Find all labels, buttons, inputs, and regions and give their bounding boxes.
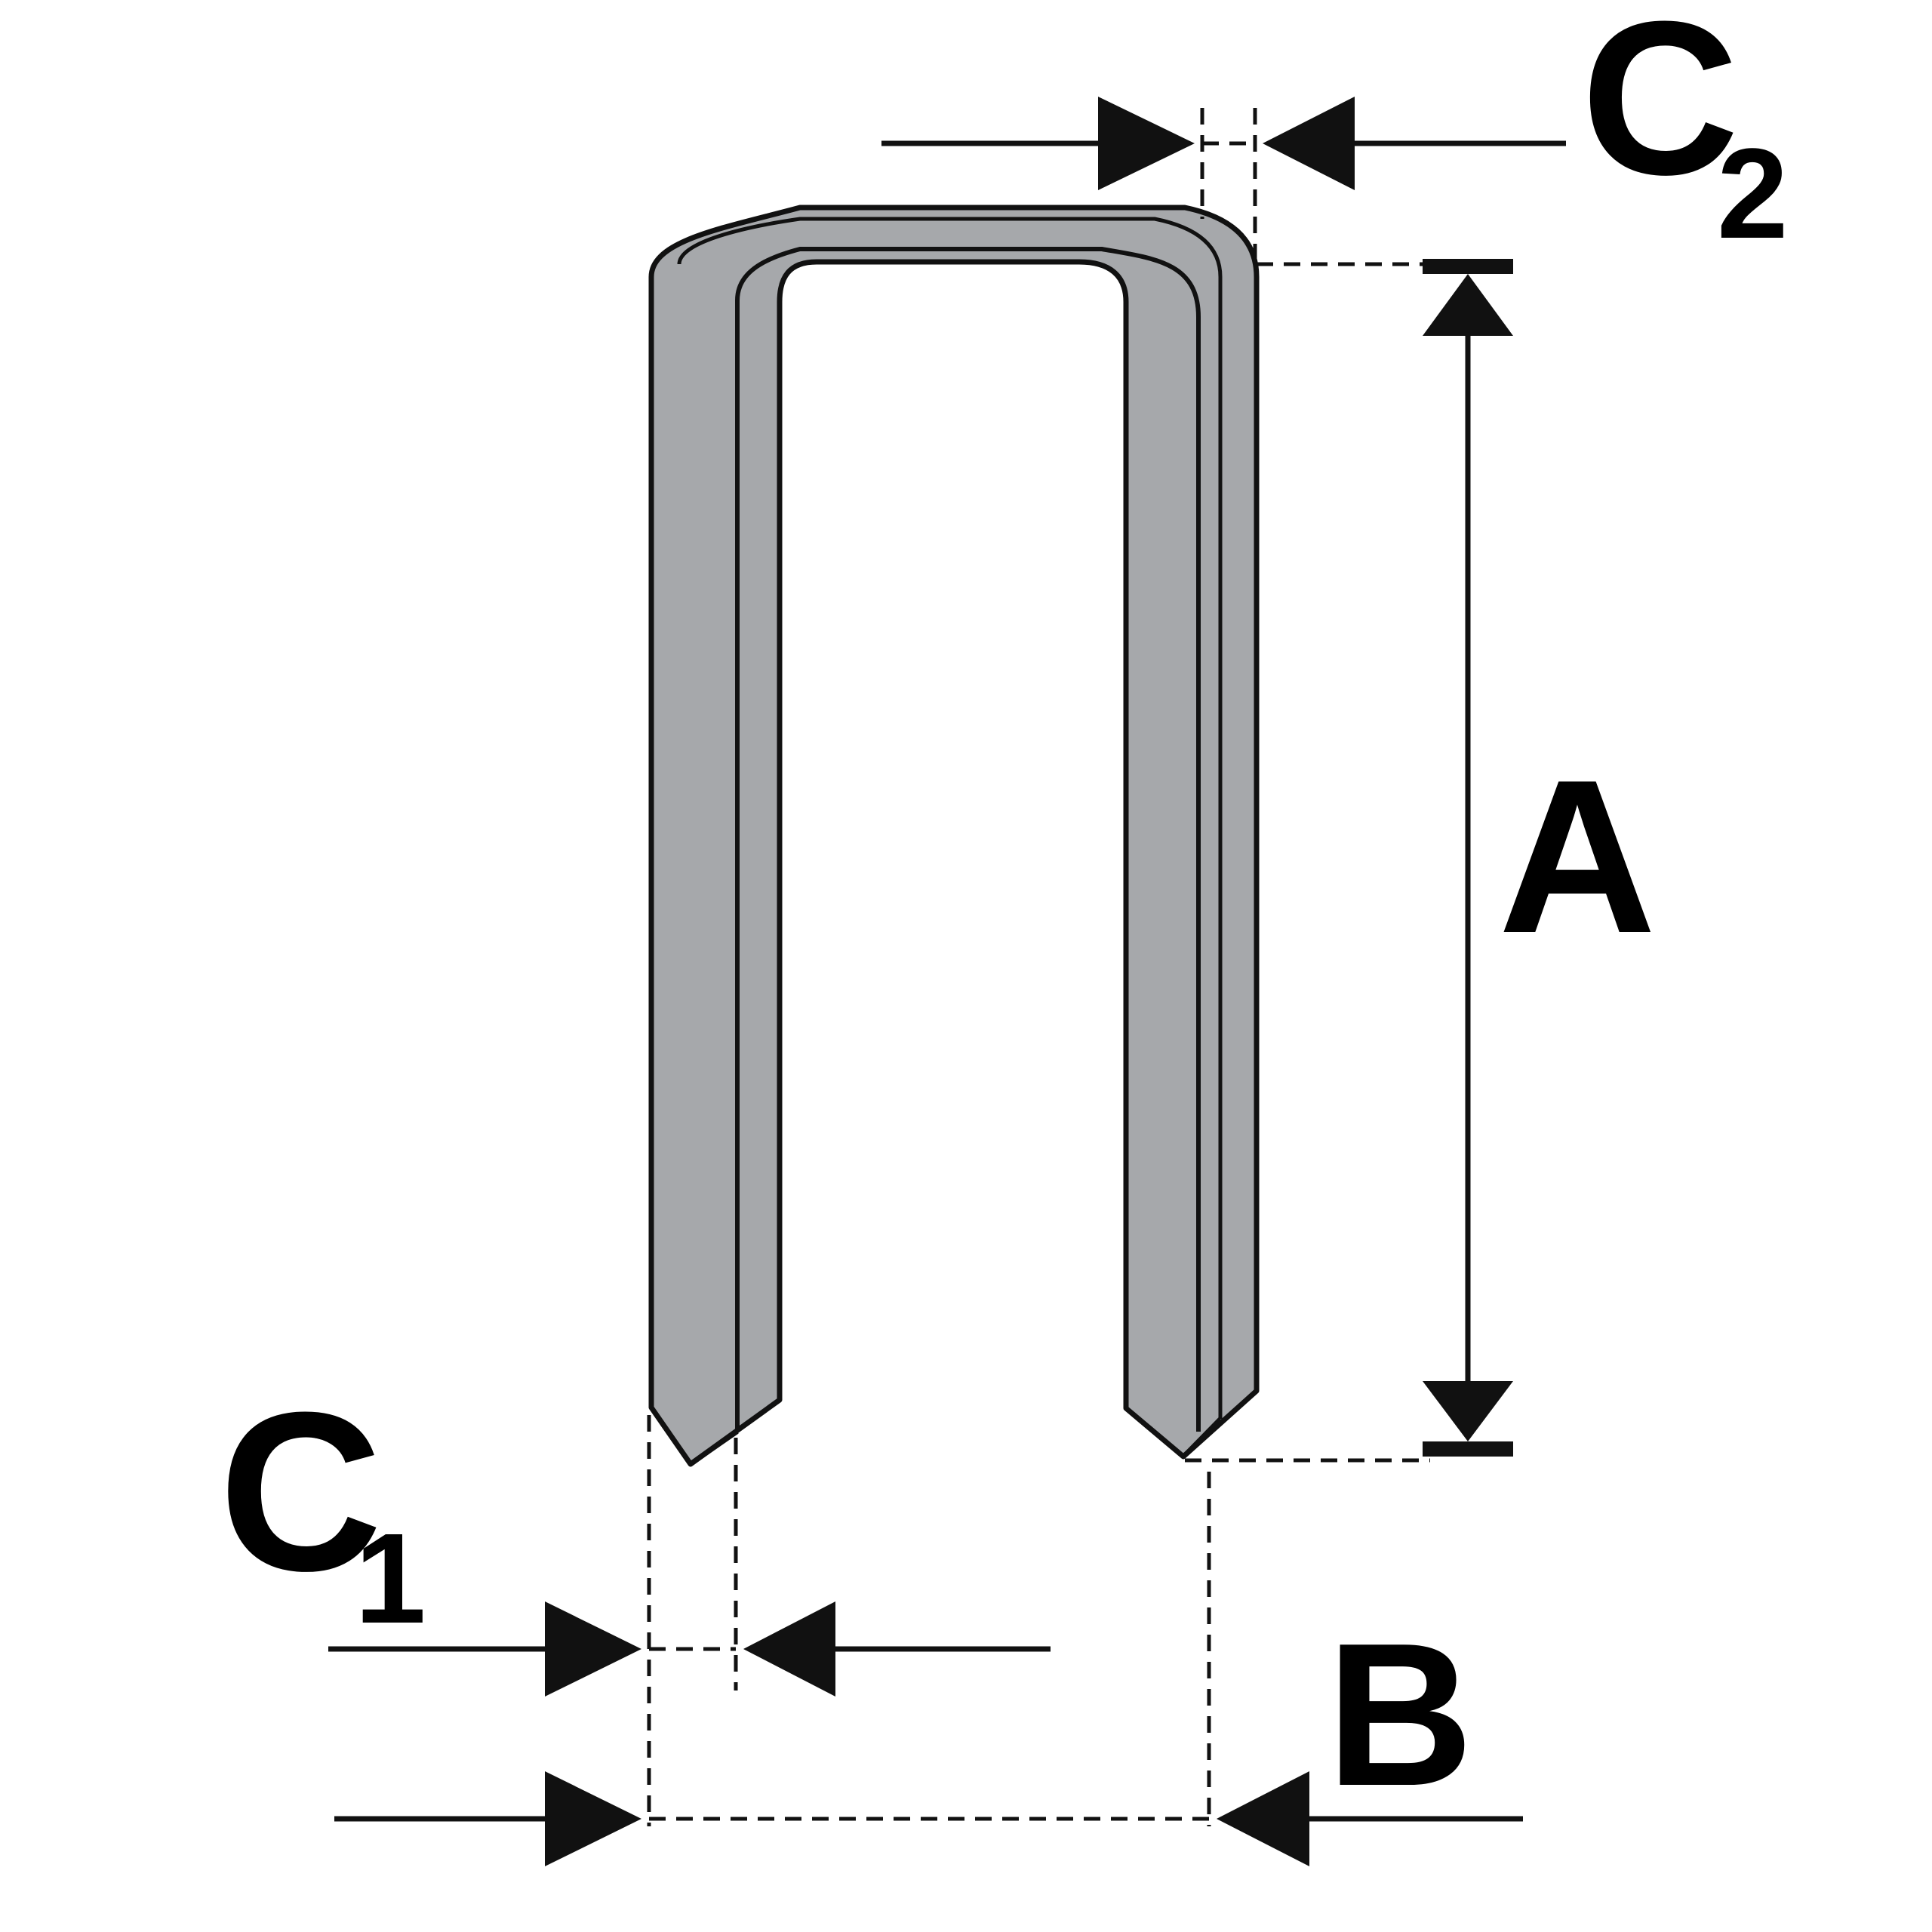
arrowhead-icon — [545, 1601, 641, 1697]
staple-inner-ridge — [735, 247, 1201, 1432]
label-c2-base: C — [1581, 0, 1739, 220]
arrowhead-icon — [1423, 1381, 1513, 1441]
label-c2-subscript: 2 — [1717, 122, 1789, 266]
arrowhead-icon — [545, 1771, 641, 1866]
right-tip-bevel — [1181, 1417, 1223, 1459]
left-tip-bevel — [689, 1429, 739, 1466]
arrowhead-icon — [1217, 1771, 1309, 1866]
label-c1: C 1 — [219, 1364, 426, 1651]
extension-lines — [647, 108, 1430, 1826]
label-a: A — [1498, 734, 1656, 979]
arrowhead-icon — [1098, 97, 1195, 190]
staple-middle-ridge — [677, 217, 1223, 1419]
arrowhead-icon — [1423, 274, 1513, 336]
label-b: B — [1327, 1601, 1474, 1829]
label-c2: C 2 — [1581, 0, 1789, 266]
arrowhead-icon — [1263, 97, 1355, 190]
staple-outline — [648, 205, 1260, 1467]
label-c1-base: C — [219, 1364, 383, 1618]
dimension-arrows — [328, 97, 1566, 1866]
staple-icon — [648, 205, 1260, 1467]
arrowhead-icon — [743, 1601, 835, 1697]
label-c1-subscript: 1 — [355, 1507, 426, 1651]
